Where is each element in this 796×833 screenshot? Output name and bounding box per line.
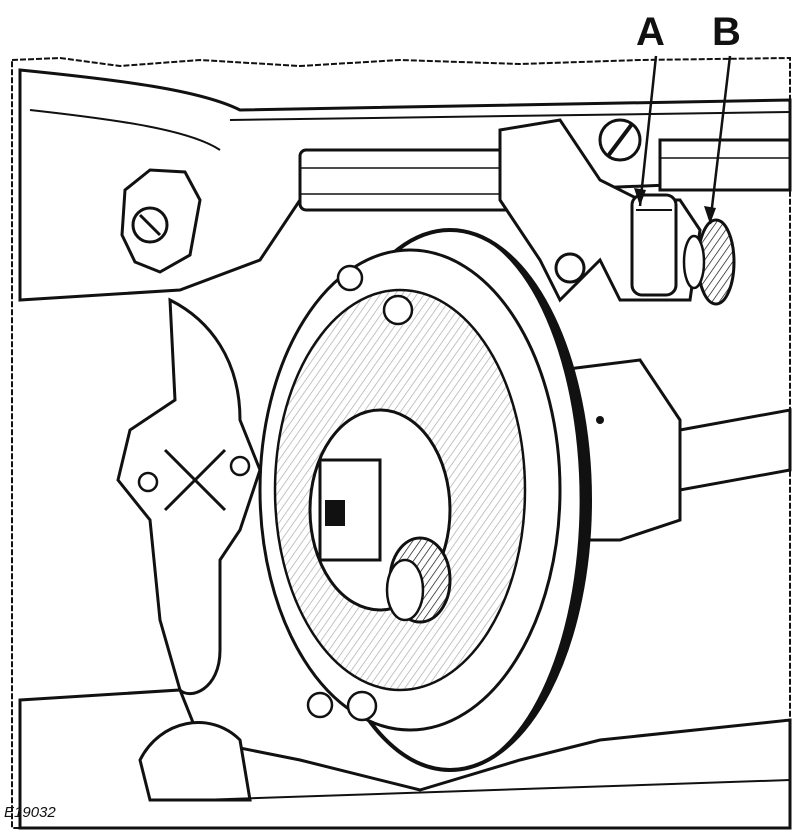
- side-plate: [116, 297, 262, 696]
- callout-a: A: [636, 10, 665, 54]
- frame-border: [11, 56, 791, 829]
- bobbin-case: [308, 408, 452, 624]
- figure-code: E19032: [4, 804, 56, 821]
- collar-a: [630, 193, 678, 297]
- leader-line-b: [708, 55, 732, 225]
- leader-line-a: [638, 55, 658, 207]
- knurled-adjusting-knob-b: [682, 218, 736, 306]
- callout-b: B: [712, 10, 741, 54]
